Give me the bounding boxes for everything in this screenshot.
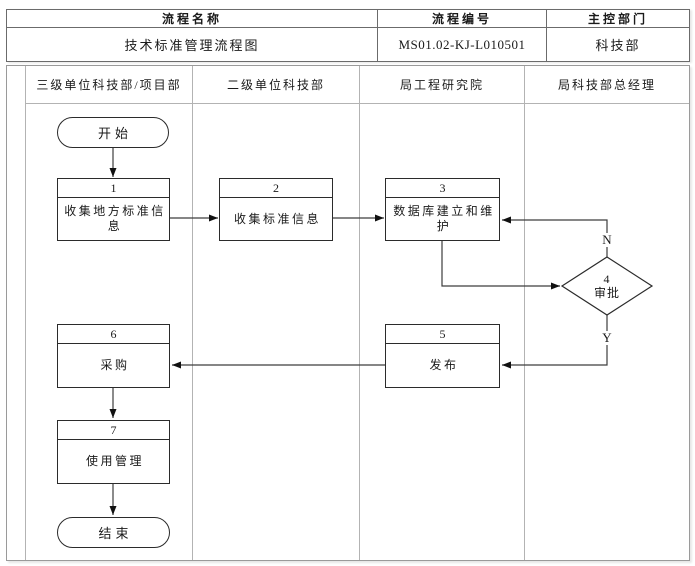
step2-number: 2 <box>220 179 332 198</box>
branch-label-no: N <box>598 233 616 247</box>
decision-diamond-approval <box>560 256 654 316</box>
branch-label-yes: Y <box>598 331 616 345</box>
step7-usage-management: 7 使用管理 <box>57 420 170 484</box>
process-meta-table: 流程名称 流程编号 主控部门 技术标准管理流程图 MS01.02-KJ-L010… <box>6 9 690 62</box>
lane-title: 二级单位科技部 <box>193 66 359 104</box>
step3-label: 数据库建立和维 护 <box>393 204 495 233</box>
step5-label: 发布 <box>429 358 459 372</box>
meta-value-process-name: 技术标准管理流程图 <box>7 28 378 61</box>
step6-label: 采购 <box>100 358 130 372</box>
step2-collect-standards: 2 收集标准信息 <box>219 178 333 241</box>
left-margin-strip <box>7 66 26 560</box>
step7-label: 使用管理 <box>85 454 144 468</box>
lane-bureau-tech-gm: 局科技部总经理 <box>525 66 689 560</box>
meta-value-process-number: MS01.02-KJ-L010501 <box>378 28 547 61</box>
lane-title: 局工程研究院 <box>360 66 524 104</box>
step2-label: 收集标准信息 <box>233 211 321 226</box>
lane-title: 局科技部总经理 <box>525 66 689 104</box>
end-terminator: 结束 <box>57 517 170 548</box>
step6-procurement: 6 采购 <box>57 324 170 388</box>
lane-unit3-tech-dept: 三级单位科技部/项目部 <box>26 66 193 560</box>
arrow-decision-yes-to-step5 <box>502 315 608 369</box>
arrow-step3-to-decision <box>441 241 560 290</box>
step4-label: 审批 <box>593 286 620 300</box>
arrow-decision-no-to-step3 <box>502 216 608 257</box>
meta-header-process-name: 流程名称 <box>7 10 378 28</box>
step1-collect-local-standards: 1 收集地方标准信 息 <box>57 178 170 241</box>
step3-database-build-maintain: 3 数据库建立和维 护 <box>385 178 500 241</box>
lane-engineering-institute: 局工程研究院 <box>360 66 525 560</box>
meta-value-owner-department: 科技部 <box>595 38 641 53</box>
step7-number: 7 <box>58 421 169 440</box>
step6-number: 6 <box>58 325 169 344</box>
start-terminator: 开始 <box>57 117 169 148</box>
step4-number: 4 <box>603 272 611 286</box>
lane-unit2-tech-dept: 二级单位科技部 <box>193 66 360 560</box>
step5-number: 5 <box>386 325 499 344</box>
meta-header-process-number: 流程编号 <box>378 10 547 28</box>
step3-number: 3 <box>386 179 499 198</box>
step5-publish: 5 发布 <box>385 324 500 388</box>
lane-title: 三级单位科技部/项目部 <box>26 66 192 104</box>
meta-header-owner-department: 主控部门 <box>547 10 689 28</box>
step1-label: 收集地方标准信 息 <box>64 204 166 233</box>
step4-approval-decision: 4 审批 <box>577 270 637 302</box>
step1-number: 1 <box>58 179 169 198</box>
